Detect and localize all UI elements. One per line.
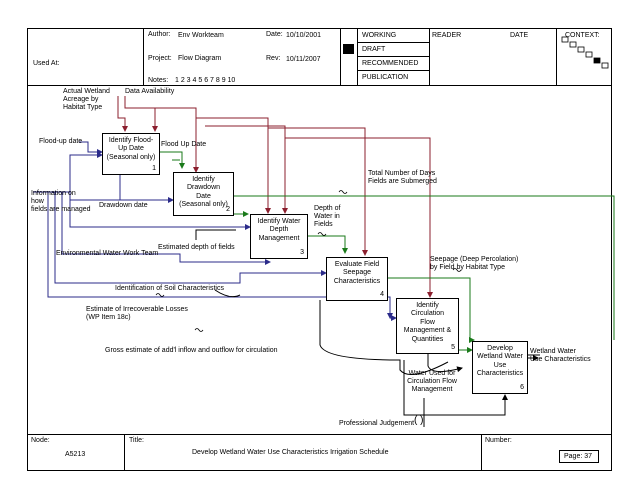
title-label: Title: (129, 437, 144, 444)
page-box (559, 450, 599, 463)
footer-divider (27, 434, 612, 435)
activity-label: Identify Drawdown Date (Seasonal only) (179, 176, 228, 209)
env-work-team-label: Environmental Water Work Team (56, 250, 159, 257)
date-label: Date: (266, 31, 283, 38)
used-at-label: Used At: (33, 60, 60, 67)
depth-of-water-label: Depth of Water in Fields (314, 205, 341, 228)
drawdown-date-label: Drawdown date (99, 202, 148, 209)
professional-judgement-label: Professional Judgement (339, 420, 415, 427)
activity-number: 3 (300, 248, 304, 256)
actual-wetland-label: Actual Wetland Acreage by Habitat Type (63, 88, 110, 111)
header-divider (556, 28, 557, 85)
project-label: Project: (148, 55, 172, 62)
node-label: Node: (31, 437, 50, 444)
gross-estimate-label: Gross estimate of add'l inflow and outfl… (105, 347, 278, 354)
activity-number: 4 (380, 290, 384, 298)
water-used-label: Water Used for Circulation Flow Manageme… (407, 370, 457, 393)
author-label: Author: (148, 31, 171, 38)
page-value: Page: 37 (564, 453, 593, 460)
activity-number: 5 (451, 343, 455, 351)
status-recommended: RECOMMENDED (362, 60, 419, 67)
footer-divider (481, 434, 482, 471)
node-value: A5213 (65, 451, 86, 458)
data-availability-label: Data Availability (125, 88, 175, 95)
soil-characteristics-label: Identification of Soil Characteristics (115, 285, 224, 292)
field-management-info-label: Information on how fields are managed (31, 190, 91, 213)
header-divider (143, 28, 144, 85)
context-thumbnail (561, 36, 609, 69)
activity-label: Identify Water Depth Management (257, 218, 301, 242)
date-value: 10/10/2001 (286, 32, 322, 39)
activity-number: 6 (520, 383, 524, 391)
activity-label: Evaluate Field Seepage Characteristics (333, 261, 381, 285)
activity-box-2: Identify Drawdown Date (Seasonal only) 2 (173, 172, 234, 216)
rev-value: 10/11/2007 (286, 56, 321, 63)
estimated-depth-label: Estimated depth of fields (158, 244, 235, 251)
author-value: Env Workteam (178, 32, 224, 39)
reader-label: READER (432, 32, 462, 39)
date-column-label: DATE (510, 32, 529, 39)
header-divider (357, 56, 429, 57)
total-days-submerged-label: Total Number of Days Fields are Submerge… (368, 170, 437, 185)
header-divider (357, 42, 429, 43)
notes-label: Notes: (148, 77, 169, 84)
diagram-frame (27, 28, 612, 471)
seepage-output-label: Seepage (Deep Percolation) by Field by H… (430, 256, 519, 271)
activity-label: Identify Flood- Up Date (Seasonal only) (106, 137, 156, 161)
draft-marker (343, 44, 354, 54)
notes-value: 1 2 3 4 5 6 7 8 9 10 (175, 77, 236, 84)
status-draft: DRAFT (362, 46, 386, 53)
header-divider (429, 28, 430, 85)
activity-box-5: Identify Circulation Flow Management & Q… (396, 298, 459, 354)
rev-label: Rev: (266, 55, 281, 62)
mechanism-marker: ( ) (414, 415, 424, 426)
title-value: Develop Wetland Water Use Characteristic… (192, 449, 389, 456)
activity-box-6: Develop Wetland Water Use Characteristic… (472, 341, 528, 394)
header-divider (357, 70, 429, 71)
activity-number: 1 (152, 164, 156, 172)
activity-box-3: Identify Water Depth Management 3 (250, 214, 308, 259)
activity-box-1: Identify Flood- Up Date (Seasonal only) … (102, 133, 160, 175)
flood-up-date-output-label: Flood Up Date (161, 141, 207, 148)
status-working: WORKING (362, 32, 397, 39)
activity-box-4: Evaluate Field Seepage Characteristics 4 (326, 257, 388, 301)
project-value: Flow Diagram (178, 55, 222, 62)
irrecoverable-losses-label: Estimate of Irrecoverable Losses (WP Ite… (86, 306, 188, 321)
context-label: CONTEXT: (565, 32, 600, 39)
activity-number: 2 (226, 205, 230, 213)
flood-up-date-input-label: Flood-up date (39, 138, 83, 145)
header-divider (27, 85, 612, 86)
status-publication: PUBLICATION (362, 74, 409, 81)
activity-label: Develop Wetland Water Use Characteristic… (476, 345, 524, 378)
wetland-water-use-output-label: Wetland Water Use Characteristics (530, 348, 591, 363)
activity-label: Identify Circulation Flow Management & Q… (403, 302, 452, 343)
number-label: Number: (485, 437, 512, 444)
header-divider (340, 28, 341, 85)
footer-divider (124, 434, 125, 471)
